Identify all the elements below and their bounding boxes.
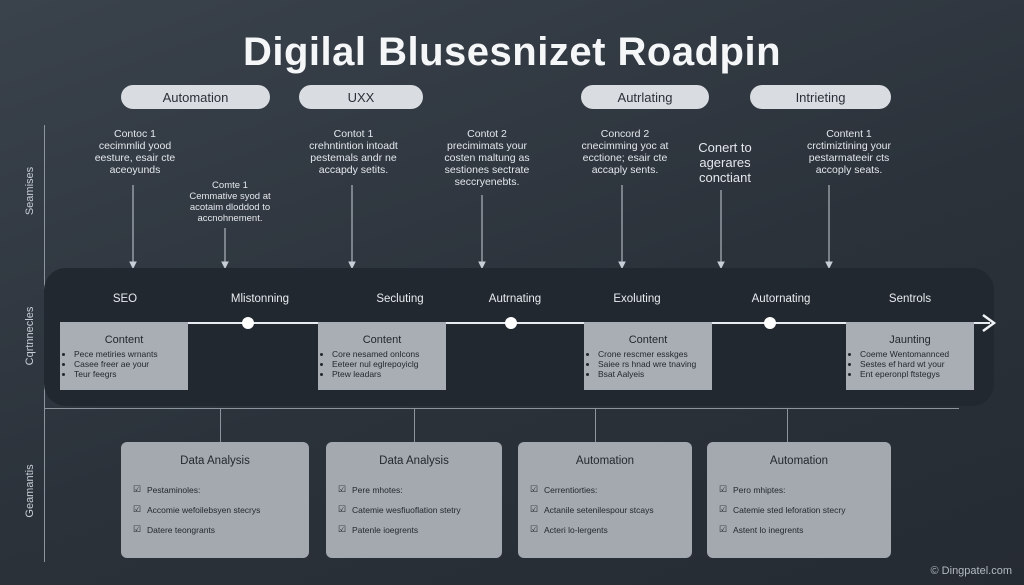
checkbox-item[interactable]: Pero mhiptes: [719, 484, 891, 495]
annotation-3: Contot 1 crehntintion intoadt pestemals … [309, 128, 398, 176]
content-box-heading: Content [362, 334, 402, 346]
card-heading: Automation [575, 455, 635, 467]
content-box-4[interactable]: Jaunting Coeme Wentomannced Sestes ef ha… [846, 322, 974, 390]
checkbox-item[interactable]: Pestaminoles: [133, 484, 309, 495]
card-heading: Data Analysis [379, 455, 449, 467]
card-automation-2[interactable]: Automation Pero mhiptes: Catemie sted le… [707, 442, 891, 558]
page-title: Digilal Blusesnizet Roadpin [242, 30, 781, 74]
lower-divider-line [44, 408, 959, 409]
annotation-head: Contoc 1 [113, 128, 157, 140]
checkbox-item[interactable]: Patenle ioegrents [338, 524, 502, 535]
card-automation-1[interactable]: Automation Cerrentiorties: Actanile sete… [518, 442, 692, 558]
content-box-heading: Content [104, 334, 144, 346]
checkbox-item[interactable]: Accomie wefoilebsyen stecrys [133, 504, 309, 515]
annotation-5: Concord 2 cnecimming yoc at ecctione; es… [581, 128, 669, 176]
checkbox-item[interactable]: Pere mhotes: [338, 484, 502, 495]
card-data-analysis-1[interactable]: Data Analysis Pestaminoles: Accomie wefo… [121, 442, 309, 558]
content-box-3[interactable]: Content Crone rescmer esskges Saiee rs h… [584, 322, 712, 390]
milestone-dot[interactable] [505, 317, 517, 329]
checkbox-item[interactable]: Datere teongrants [133, 524, 309, 535]
stage-seo: SEO [112, 293, 138, 305]
watermark: © Dingpatel.com [930, 565, 1012, 577]
pill-uxx[interactable]: UXX [299, 85, 423, 109]
stage-sentrols: Sentrols [888, 293, 932, 305]
checkbox-item[interactable]: Acteri lo-lergents [530, 524, 692, 535]
pill-autrlating[interactable]: Autrlating [581, 85, 709, 109]
card-connector [414, 408, 415, 442]
annotation-4: Contot 2 precimimats your costen maltung… [444, 128, 530, 188]
stage-mlistonning: Mlistonning [230, 293, 290, 305]
checkbox-item[interactable]: Astent lo inegrents [719, 524, 891, 535]
stage-exoluting: Exoluting [613, 293, 661, 305]
checkbox-item[interactable]: Actanile setenilespour stcays [530, 504, 692, 515]
card-connector [595, 408, 596, 442]
card-heading: Data Analysis [180, 455, 250, 467]
timeline-line [60, 322, 990, 324]
checkbox-item[interactable]: Cerrentiorties: [530, 484, 692, 495]
pill-intrieting[interactable]: Intrieting [750, 85, 891, 109]
card-data-analysis-2[interactable]: Data Analysis Pere mhotes: Catemie wesfi… [326, 442, 502, 558]
checkbox-item[interactable]: Catemie sted leforation stecry [719, 504, 891, 515]
content-box-heading: Content [628, 334, 668, 346]
stage-autrnating: Autrnating [488, 293, 542, 305]
pill-automation[interactable]: Automation [121, 85, 270, 109]
timeline-track [44, 268, 994, 406]
card-connector [787, 408, 788, 442]
card-connector [220, 408, 221, 442]
milestone-dot[interactable] [242, 317, 254, 329]
content-box-2[interactable]: Content Core nesamed onlcons Eeteer nul … [318, 322, 446, 390]
milestone-dot[interactable] [764, 317, 776, 329]
stage-autornating: Autornating [751, 293, 811, 305]
stage-secluting: Secluting [376, 293, 424, 305]
card-heading: Automation [769, 455, 829, 467]
annotation-1: Contoc 1 cecimmlid yood eesture, esair c… [85, 128, 185, 176]
checkbox-item[interactable]: Catemie wesfiuoflation stetry [338, 504, 502, 515]
annotation-6: Conert to agerares conctiant [698, 140, 752, 185]
annotation-7: Content 1 crctimiztining your pestarmate… [806, 128, 892, 176]
timeline-arrow-icon [982, 313, 997, 333]
content-box-heading: Jaunting [889, 334, 931, 346]
content-box-1[interactable]: Content Pece metiries wrnants Casee free… [60, 322, 188, 390]
annotation-2: Comte 1 Cemmative syod at acotaim dloddo… [189, 180, 271, 224]
